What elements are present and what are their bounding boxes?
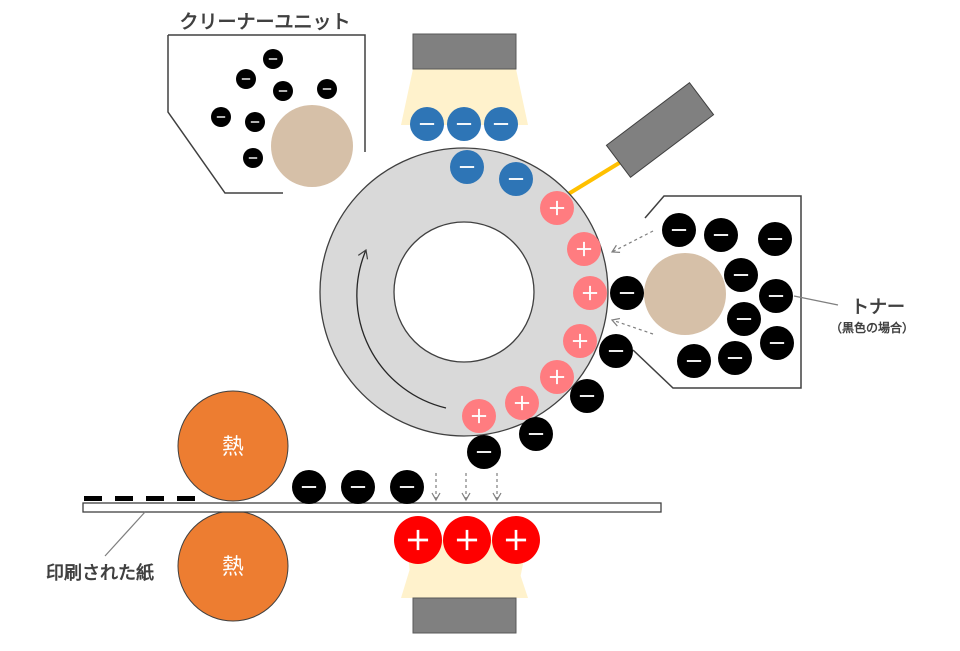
laser-unit [563, 82, 715, 198]
cleaner-roller [271, 105, 353, 187]
paper-toner-particle [390, 470, 424, 504]
transfer-section [394, 516, 540, 634]
toner-note-label: （黒色の場合） [830, 320, 914, 335]
printed-paper-label: 印刷された紙 [46, 562, 154, 584]
drum-toner-particle [467, 435, 501, 469]
fused-toner-mark [177, 496, 195, 501]
cleaned-toner-group [410, 107, 533, 196]
lamp-block-top [412, 33, 517, 70]
cleaned-toner-particle [447, 107, 481, 141]
paper-leader-line [104, 511, 146, 557]
developer-toner-particle [662, 213, 696, 247]
developer-toner-particle [704, 218, 738, 252]
photoconductor-drum [319, 147, 609, 437]
drum-charge-particle [540, 360, 574, 394]
paper-toner-particle [341, 470, 375, 504]
fuser-roller-top [177, 390, 289, 502]
laser-block [605, 82, 715, 178]
toner-particle [273, 81, 293, 101]
rotation-arrow-icon [356, 248, 447, 409]
toner-label: トナー [851, 297, 905, 318]
cleaner-unit: クリーナーユニット [167, 11, 366, 194]
drum-charge-particle [567, 232, 601, 266]
transfer-charge-particle [394, 516, 442, 564]
toner-particle [317, 79, 337, 99]
developer-toner-particle [677, 344, 711, 378]
drum-toner-particle [610, 276, 644, 310]
toner-particle [211, 107, 231, 127]
toner-flow-arrow-icon [610, 230, 654, 253]
drum-charge-particle [505, 386, 539, 420]
fused-toner-marks [84, 496, 195, 501]
drum-charge-particle [462, 399, 496, 433]
developer-toner-particle [758, 222, 792, 256]
cleaned-toner-particle [484, 107, 518, 141]
developer-toner-particle [759, 279, 793, 313]
fused-toner-mark [115, 496, 133, 501]
developer-toner-group [662, 213, 794, 378]
toner-leader-line [793, 295, 839, 306]
drum-charge-particle [573, 276, 607, 310]
developer-toner-particle [760, 326, 794, 360]
developer-toner-particle [718, 341, 752, 375]
developer-toner-particle [727, 302, 761, 336]
drum-inner [393, 221, 535, 363]
fused-toner-mark [146, 496, 164, 501]
drum-toner-particle [570, 379, 604, 413]
paper-toner-group [292, 470, 424, 504]
toner-particle [236, 69, 256, 89]
transfer-charge-particle [492, 516, 540, 564]
developer-unit: トナー （黒色の場合） [610, 195, 914, 389]
drum-charge-group [462, 191, 607, 433]
transfer-charge-particle [443, 516, 491, 564]
paper-toner-particle [292, 470, 326, 504]
developer-unit-housing [632, 195, 802, 389]
cleaned-toner-particle [450, 150, 484, 184]
drum-toner-particle [599, 334, 633, 368]
toner-flow-arrow-icon [610, 317, 654, 335]
cleaner-unit-label: クリーナーユニット [179, 11, 350, 33]
developer-toner-particle [724, 258, 758, 292]
fuser-unit: 熱 熱 [177, 390, 289, 622]
toner-particle [245, 112, 265, 132]
drum-charge-particle [563, 324, 597, 358]
heat-label-bottom: 熱 [222, 555, 244, 580]
lamp-block-bottom [412, 597, 517, 634]
cleaner-toner-group [211, 49, 337, 168]
developer-roller [644, 253, 726, 335]
paper-sheet [82, 502, 662, 513]
transfer-arrows [431, 473, 502, 502]
fused-toner-mark [84, 496, 102, 501]
laser-beam [563, 158, 626, 198]
toner-particle [243, 148, 263, 168]
toner-particle [263, 49, 283, 69]
drum-toner-particle [519, 417, 553, 451]
cleaner-unit-housing [167, 34, 366, 194]
cleaned-toner-particle [499, 162, 533, 196]
heat-label-top: 熱 [222, 435, 244, 460]
drum-toner-group [467, 276, 644, 469]
drum-charge-particle [540, 191, 574, 225]
transfer-charge-group [394, 516, 540, 564]
cleaned-toner-particle [410, 107, 444, 141]
